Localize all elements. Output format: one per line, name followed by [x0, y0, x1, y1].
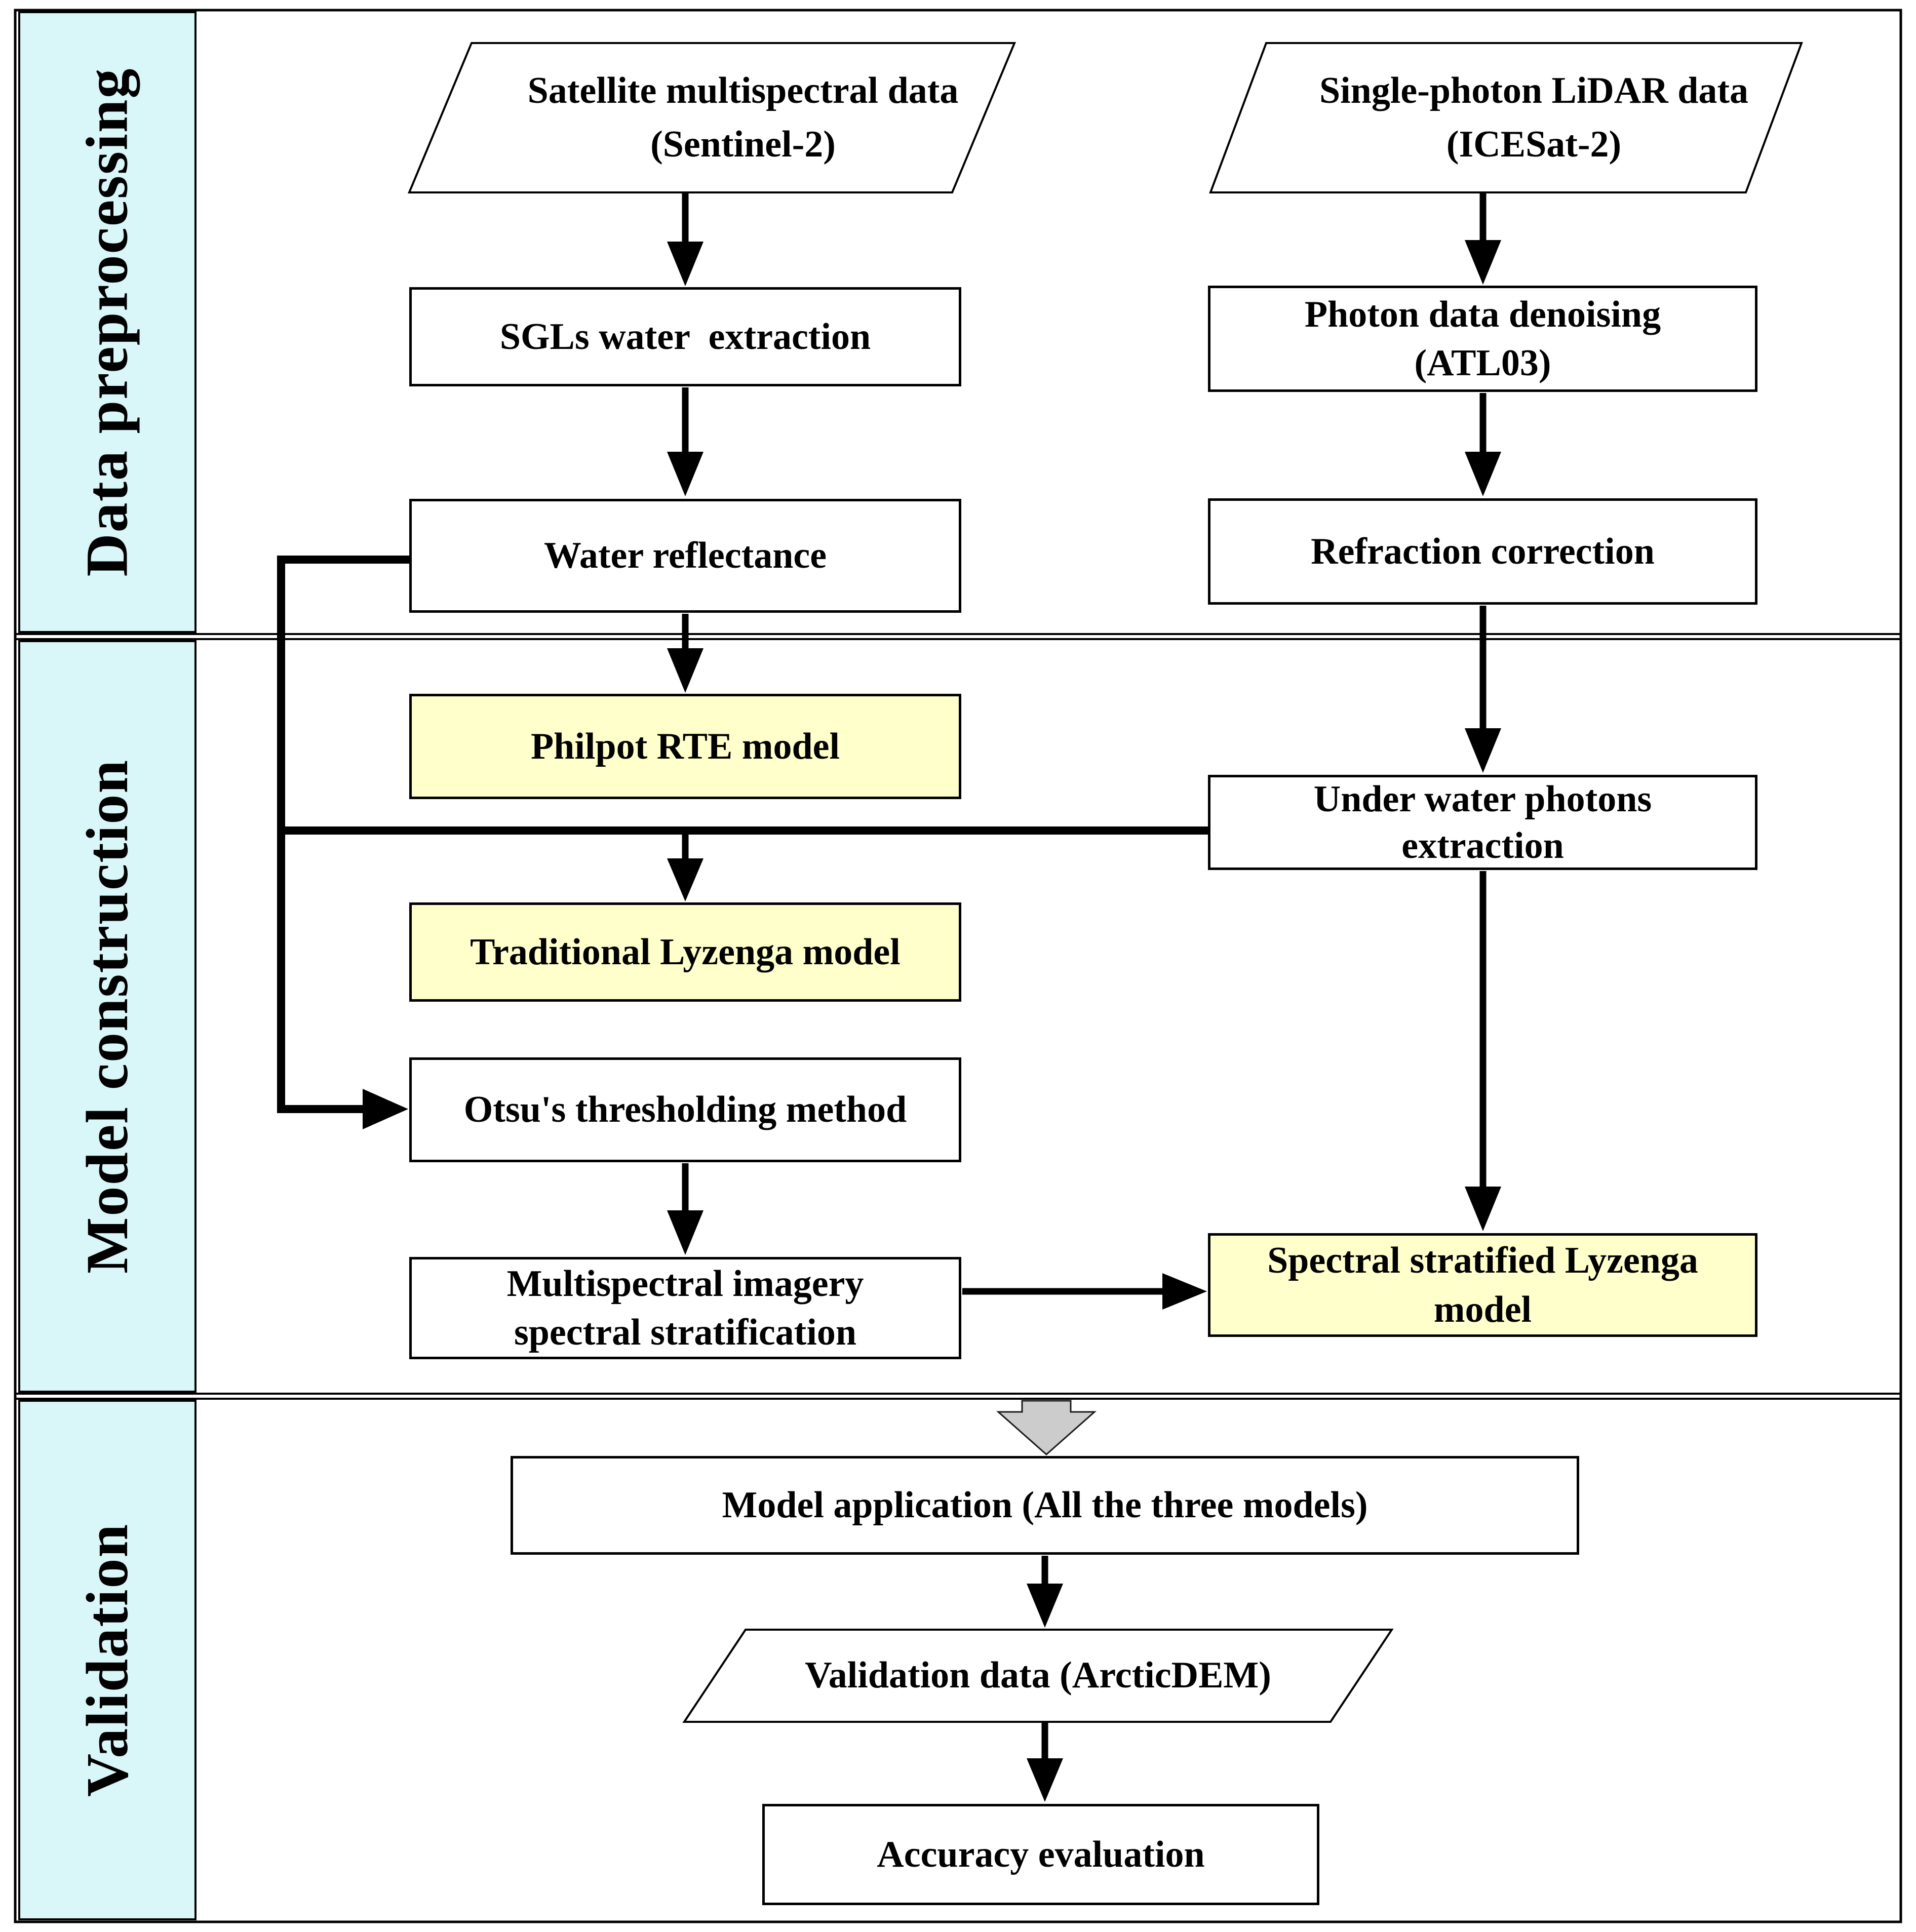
- node-text-line: Under water photons: [1313, 778, 1652, 820]
- node-text-line: extraction: [1401, 825, 1564, 866]
- node-text-line: Philpot RTE model: [530, 725, 840, 767]
- node-text-line: Water reflectance: [543, 535, 827, 577]
- node-text-line: (Sentinel-2): [650, 123, 836, 165]
- node-text-line: Spectral stratified Lyzenga: [1267, 1240, 1698, 1282]
- arrow-modelapp-to-validationdata: [1027, 1556, 1063, 1628]
- arrow-refraction-to-underwater: [1465, 606, 1501, 773]
- arrow-underwater-to-spectral: [1465, 871, 1501, 1231]
- node-text-line: Multispectral imagery: [506, 1263, 864, 1305]
- parallelogram-satellite-data: [407, 42, 1016, 193]
- section-label-text: Validation: [74, 1523, 141, 1797]
- section-label-validation: Validation: [18, 1400, 197, 1920]
- arrowhead-down-icon: [1465, 452, 1501, 496]
- arrowhead-down-icon: [1027, 1584, 1063, 1628]
- parallelogram-lidar-data: [1209, 42, 1803, 193]
- node-validation-data-arcticdem: Validation data (ArcticDEM): [746, 1630, 1331, 1722]
- arrow-photon-to-refraction: [1465, 393, 1501, 496]
- node-text-line: Refraction correction: [1311, 530, 1655, 572]
- arrowhead-down-icon: [1465, 728, 1501, 773]
- arrowhead-down-icon: [667, 648, 703, 693]
- node-spectral-stratified-lyzenga-model: Spectral stratified Lyzenga model: [1208, 1233, 1757, 1337]
- node-model-application: Model application (All the three models): [511, 1456, 1579, 1555]
- arrow-satellite-to-sgls: [667, 193, 703, 286]
- node-single-photon-lidar-data: Single-photon LiDAR data (ICESat-2): [1266, 43, 1802, 192]
- arrow-otsu-to-multispectral: [667, 1163, 703, 1255]
- node-traditional-lyzenga-model: Traditional Lyzenga model: [409, 902, 961, 1002]
- node-photon-data-denoising: Photon data denoising (ATL03): [1208, 286, 1757, 392]
- node-refraction-correction: Refraction correction: [1208, 498, 1757, 605]
- arrowhead-right-icon: [1162, 1273, 1207, 1310]
- section-divider-1: [15, 633, 1901, 640]
- node-text-line: Accuracy evaluation: [877, 1833, 1205, 1875]
- node-otsu-thresholding-method: Otsu's thresholding method: [409, 1057, 961, 1162]
- arrow-multispectral-to-spectral: [962, 1273, 1207, 1310]
- arrowhead-down-icon: [667, 242, 703, 286]
- arrow-validationdata-to-accuracy: [1027, 1723, 1063, 1802]
- node-text-line: (ATL03): [1414, 342, 1551, 384]
- node-text-line: Traditional Lyzenga model: [470, 931, 901, 973]
- arrowhead-down-icon: [1465, 240, 1501, 285]
- outer-frame: [14, 9, 1902, 1923]
- node-text-line: Otsu's thresholding method: [463, 1089, 907, 1131]
- arrowhead-down-icon: [1465, 1187, 1501, 1231]
- node-text-line: model: [1433, 1288, 1532, 1330]
- node-text-line: spectral stratification: [514, 1312, 857, 1353]
- block-arrow-down-icon: [996, 1400, 1097, 1456]
- arrowhead-right-icon: [363, 1089, 408, 1129]
- node-water-reflectance: Water reflectance: [409, 499, 961, 613]
- node-philpot-rte-model: Philpot RTE model: [409, 694, 961, 799]
- node-text-line: Model application (All the three models): [722, 1484, 1368, 1526]
- parallelogram-validation-data: [682, 1629, 1394, 1723]
- node-text-line: SGLs water extraction: [499, 316, 871, 358]
- arrow-lidar-to-photon: [1465, 193, 1501, 285]
- node-under-water-photons-extraction: Under water photons extraction: [1208, 775, 1757, 870]
- node-text-line: Satellite multispectral data: [527, 70, 959, 112]
- node-sgls-water-extraction: SGLs water extraction: [409, 287, 961, 386]
- section-label-data-preprocessing: Data preprocessing: [18, 11, 197, 633]
- node-satellite-multispectral-data: Satellite multispectral data (Sentinel-2…: [472, 43, 1014, 192]
- node-accuracy-evaluation: Accuracy evaluation: [762, 1804, 1319, 1905]
- arrowhead-down-icon: [667, 452, 703, 496]
- node-text-line: Photon data denoising: [1304, 293, 1661, 335]
- section-label-model-construction: Model construction: [18, 640, 197, 1393]
- arrow-junction-to-traditional: [667, 831, 703, 901]
- connector-water-to-otsu: [277, 556, 410, 1129]
- node-text-line: (ICESat-2): [1446, 123, 1622, 165]
- arrowhead-down-icon: [667, 1210, 703, 1255]
- arrowhead-down-icon: [667, 858, 703, 901]
- node-multispectral-imagery-spectral-stratification: Multispectral imagery spectral stratific…: [409, 1257, 961, 1359]
- node-text-line: Single-photon LiDAR data: [1319, 70, 1749, 112]
- arrowhead-down-icon: [1027, 1758, 1063, 1802]
- node-text-line: Validation data (ArcticDEM): [805, 1654, 1271, 1697]
- section-label-text: Model construction: [74, 759, 141, 1274]
- arrow-sgls-to-water: [667, 387, 703, 496]
- section-divider-2: [15, 1393, 1901, 1400]
- section-label-text: Data preprocessing: [74, 67, 140, 577]
- arrow-water-to-philpot: [667, 614, 703, 693]
